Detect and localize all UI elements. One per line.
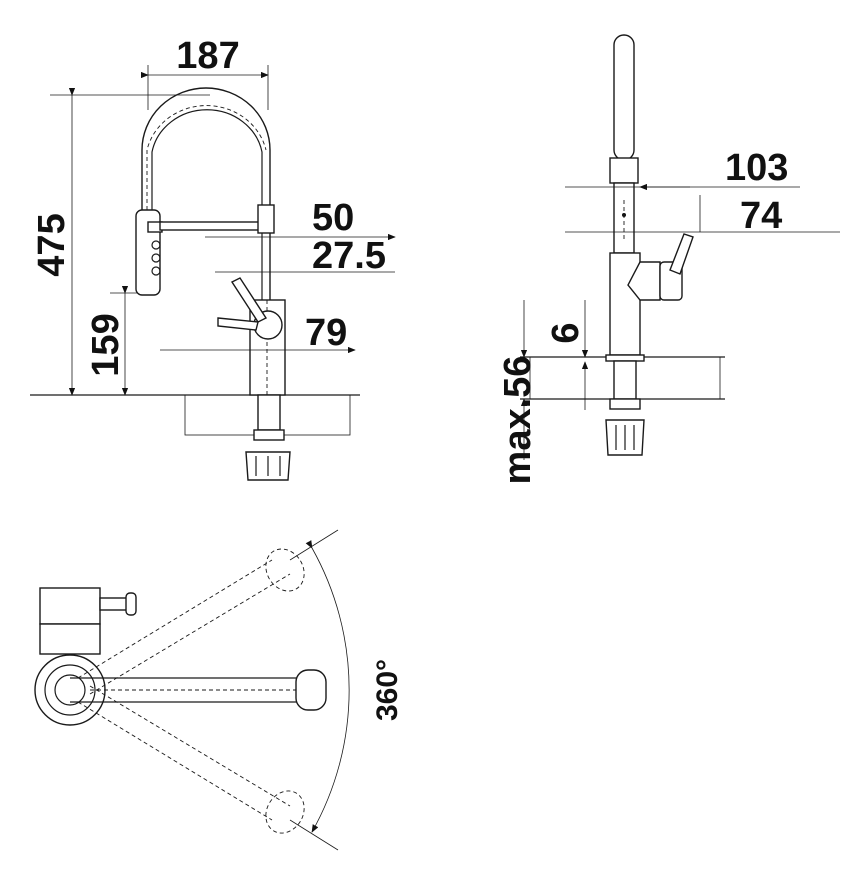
base-diameter-label: 79	[305, 312, 347, 354]
top-handle-body	[39, 587, 101, 625]
height-label: 475	[31, 213, 73, 276]
top-view: 360°	[34, 529, 404, 851]
offset-50-label: 50	[312, 197, 354, 239]
spout-position-lower	[265, 790, 305, 834]
side-spout	[613, 34, 635, 161]
front-view: 187 475 159 50 27.5 79	[30, 35, 396, 481]
rotation-arc	[305, 540, 350, 833]
spout-arch	[141, 87, 271, 300]
max-thickness-label: max.56	[497, 356, 539, 485]
width-label: 187	[176, 35, 239, 77]
min-thickness-label: 6	[545, 322, 587, 343]
spray-height-label: 159	[85, 313, 127, 376]
depth-74-label: 74	[740, 195, 782, 237]
side-body	[609, 252, 641, 356]
rotation-label: 360°	[371, 659, 404, 721]
offset-27-5-label: 27.5	[312, 235, 386, 277]
side-handle	[627, 261, 661, 301]
spray-holder	[159, 221, 266, 231]
depth-103-label: 103	[725, 147, 788, 189]
lever	[230, 277, 268, 323]
spout-position-center	[295, 669, 327, 711]
spout-position-upper	[265, 548, 305, 592]
side-view: 103 74 6 max.56	[497, 34, 840, 485]
top-lever	[125, 592, 137, 616]
